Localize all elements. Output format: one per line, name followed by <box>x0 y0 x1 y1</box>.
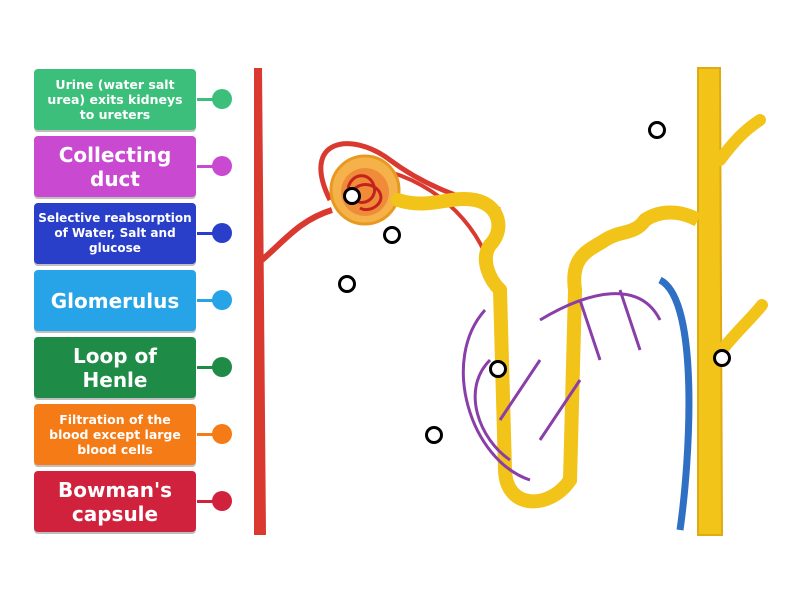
drag-pin-glomerulus[interactable] <box>212 290 232 310</box>
label-selective-reabsorption-text: Selective reabsorption of Water, Salt an… <box>38 211 192 255</box>
drop-target-5[interactable] <box>489 360 507 378</box>
connector-line <box>197 500 213 503</box>
duct-branch-lower <box>716 299 768 356</box>
drop-target-4[interactable] <box>648 121 666 139</box>
label-glomerulus[interactable]: Glomerulus <box>34 270 196 331</box>
label-filtration-text: Filtration of the blood except large blo… <box>49 412 181 457</box>
afferent-arteriole <box>260 207 333 263</box>
duct-connector <box>641 205 702 227</box>
label-glomerulus-text: Glomerulus <box>50 288 180 313</box>
label-bowmans-capsule[interactable]: Bowman's capsule <box>34 471 196 532</box>
drag-pin-filtration[interactable] <box>212 424 232 444</box>
proximal-tubule <box>391 192 507 297</box>
descending-limb <box>493 283 582 509</box>
peritubular-capillaries <box>461 289 662 482</box>
label-filtration[interactable]: Filtration of the blood except large blo… <box>34 404 196 465</box>
drag-pin-loop-of-henle[interactable] <box>212 357 232 377</box>
connector-line <box>197 366 213 369</box>
drag-pin-selective-reabsorption[interactable] <box>212 223 232 243</box>
drop-target-3[interactable] <box>338 275 356 293</box>
connector-line <box>197 299 213 302</box>
label-loop-of-henle[interactable]: Loop of Henle <box>34 337 196 398</box>
connector-line <box>197 232 213 235</box>
drop-target-1[interactable] <box>343 187 361 205</box>
drop-target-7[interactable] <box>425 426 443 444</box>
connector-line <box>197 98 213 101</box>
label-selective-reabsorption[interactable]: Selective reabsorption of Water, Salt an… <box>34 203 196 264</box>
label-bowmans-capsule-text: Bowman's capsule <box>57 477 173 526</box>
label-loop-of-henle-text: Loop of Henle <box>73 343 157 392</box>
drop-target-2[interactable] <box>383 226 401 244</box>
collecting-duct-shape <box>697 67 724 536</box>
distal-tubule <box>567 213 652 297</box>
drag-pin-urine-exits[interactable] <box>212 89 232 109</box>
duct-branch-top <box>714 114 766 166</box>
label-urine-exits[interactable]: Urine (water salt urea) exits kidneys to… <box>34 69 196 130</box>
nephron-diagram <box>254 67 768 536</box>
renal-artery <box>254 68 266 535</box>
label-collecting-duct-text: Collecting duct <box>58 142 172 191</box>
label-collecting-duct[interactable]: Collecting duct <box>34 136 196 197</box>
label-panel: Urine (water salt urea) exits kidneys to… <box>0 0 240 600</box>
drag-pin-collecting-duct[interactable] <box>212 156 232 176</box>
venule <box>658 276 693 531</box>
drop-target-6[interactable] <box>713 349 731 367</box>
drag-pin-bowmans-capsule[interactable] <box>212 491 232 511</box>
connector-line <box>197 165 213 168</box>
connector-line <box>197 433 213 436</box>
label-urine-exits-text: Urine (water salt urea) exits kidneys to… <box>47 77 183 122</box>
